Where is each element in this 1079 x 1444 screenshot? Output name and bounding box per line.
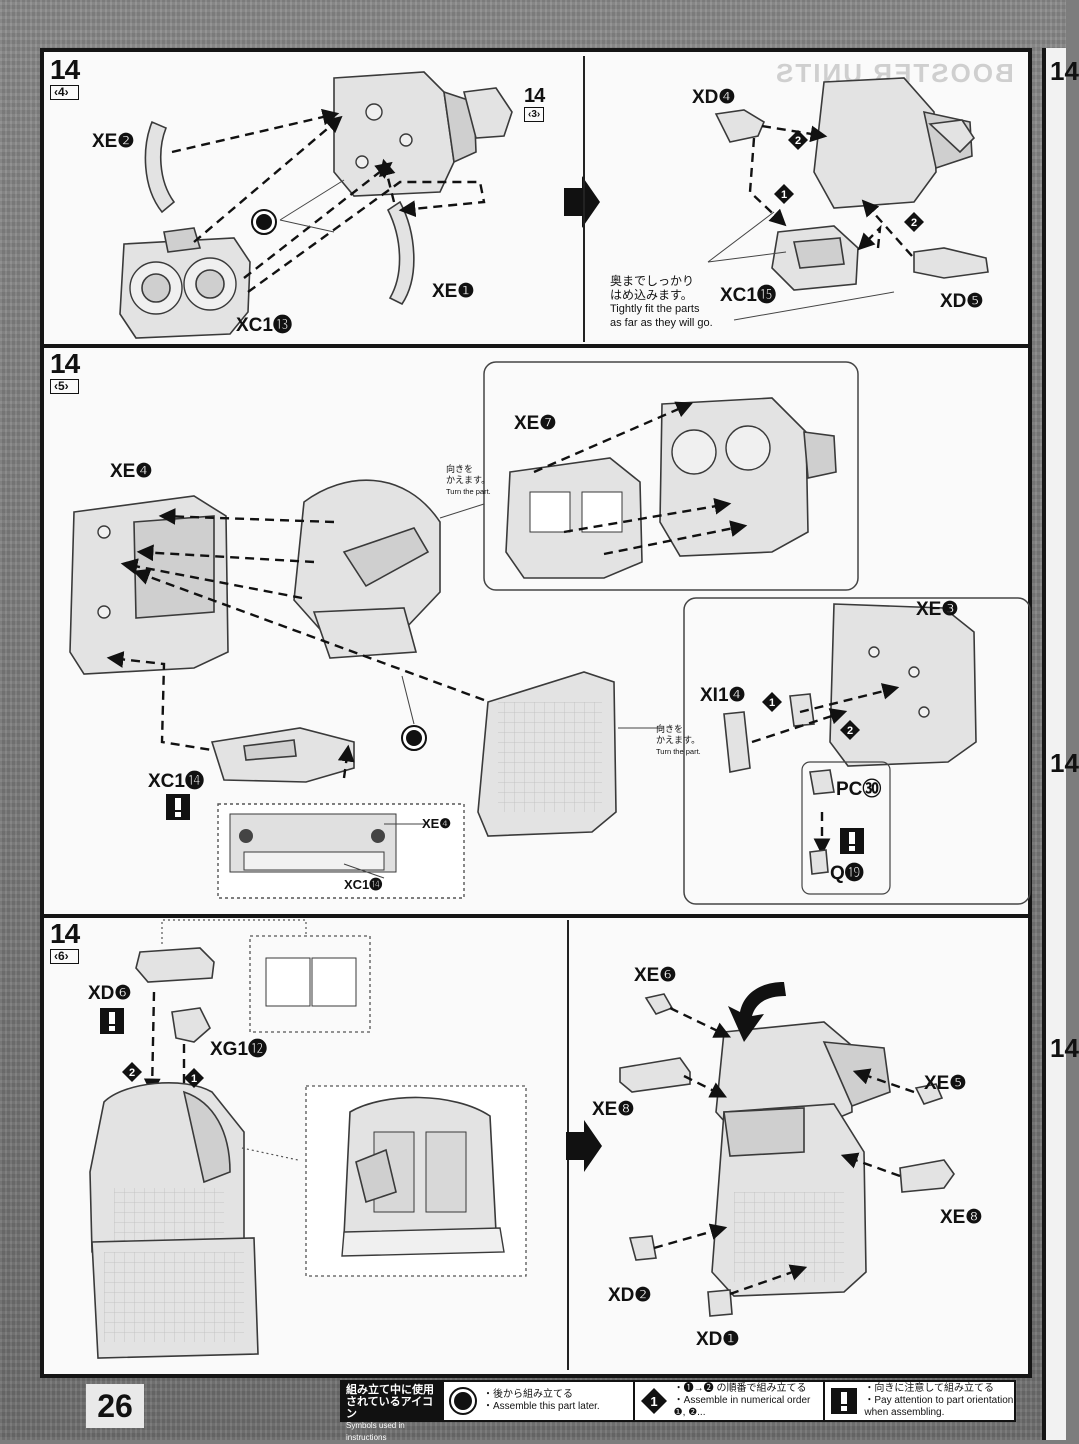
part-label: XI1❹ <box>700 685 746 706</box>
part-label: PC㉚ <box>836 779 882 800</box>
assemble-later-icon <box>449 1387 477 1415</box>
adjacent-page-strip: 14 14 14 <box>1042 48 1079 1440</box>
step-number: 14 <box>50 54 80 85</box>
part-label: XE❸ <box>916 599 959 620</box>
part-label: XD❷ <box>608 1285 652 1306</box>
step-separator <box>44 344 1028 348</box>
step-badge-14-6: 14 ‹6› <box>50 918 80 964</box>
part-label: XE❶ <box>432 281 475 302</box>
part-label: XD❹ <box>692 87 736 108</box>
svg-text:1: 1 <box>769 697 775 709</box>
instruction-page: BOOSTER UNITS .p{fill:#e3e3e3;stroke:#3a… <box>40 48 1032 1378</box>
legend-item-later: ・後から組み立てる ・Assemble this part later. <box>442 1382 633 1420</box>
legend-item-order: 1 ・❶→❷ の順番で組み立てる ・Assemble in numerical … <box>632 1382 824 1420</box>
legend-item-orientation: ・向きに注意して組み立てる ・Pay attention to part ori… <box>823 1382 1014 1420</box>
symbol-legend: 組み立て中に使用 されているアイコン Symbols used in instr… <box>340 1380 1016 1442</box>
orientation-warning-icon <box>831 1388 858 1414</box>
step-badge-14-5: 14 ‹5› <box>50 348 80 394</box>
turn-part-note: 向きを かえます。 Turn the part. <box>656 724 701 756</box>
part-label: XE❹ <box>422 816 451 831</box>
part-label: XE❽ <box>940 1207 983 1228</box>
part-label: XC1⓮ <box>148 771 204 792</box>
adjacent-step-number: 14 <box>1050 748 1079 778</box>
svg-text:1: 1 <box>650 1394 657 1409</box>
part-label: XE❷ <box>92 131 135 152</box>
svg-text:1: 1 <box>191 1073 197 1085</box>
substep-number: ‹3› <box>524 107 545 122</box>
step-separator <box>44 914 1028 918</box>
step-number: 14 <box>50 348 80 379</box>
part-label: XD❻ <box>88 983 132 1004</box>
tight-fit-note: 奥までしっかり はめ込みます。 Tightly fit the parts as… <box>610 274 713 329</box>
part-label: XE❽ <box>592 1099 635 1120</box>
part-label: XD❺ <box>940 291 984 312</box>
proceed-arrow-icon <box>564 176 600 228</box>
substep-number: ‹4› <box>50 85 80 100</box>
assembly-artwork: .p{fill:#e3e3e3;stroke:#3a3a3a;stroke-wi… <box>69 56 1031 1370</box>
part-label: XE❹ <box>110 461 153 482</box>
turn-part-note: 向きを かえます。 Turn the part. <box>446 464 491 496</box>
part-label: XC1⓮ <box>344 877 383 892</box>
part-label: XG1⓬ <box>210 1039 268 1060</box>
adjacent-step-number: 14 <box>1050 1033 1079 1063</box>
legend-title: 組み立て中に使用 されているアイコン Symbols used in instr… <box>342 1382 442 1442</box>
svg-text:2: 2 <box>129 1067 135 1079</box>
part-label: XE❺ <box>924 1073 967 1094</box>
numerical-order-icon: 1 <box>640 1388 667 1414</box>
part-label: Q⓳ <box>830 863 864 884</box>
svg-text:2: 2 <box>795 135 801 147</box>
step-number: 14 <box>50 918 80 949</box>
part-label: XE❼ <box>514 413 557 434</box>
step-number: 14 <box>524 85 545 107</box>
part-label: XE❻ <box>634 965 677 986</box>
part-label: XC1⓯ <box>720 285 776 306</box>
part-label: XC1⓭ <box>236 315 292 336</box>
step-reference-badge: 14 ‹3› <box>524 85 545 122</box>
proceed-arrow-icon <box>566 1120 602 1172</box>
svg-text:1: 1 <box>781 189 787 201</box>
substep-number: ‹6› <box>50 949 80 964</box>
substep-number: ‹5› <box>50 379 80 394</box>
page-number: 26 <box>86 1384 144 1428</box>
step-badge-14-4: 14 ‹4› <box>50 54 80 100</box>
adjacent-step-number: 14 <box>1050 56 1079 86</box>
part-label: XD❶ <box>696 1329 740 1350</box>
svg-text:2: 2 <box>847 725 853 737</box>
svg-text:2: 2 <box>911 217 917 229</box>
